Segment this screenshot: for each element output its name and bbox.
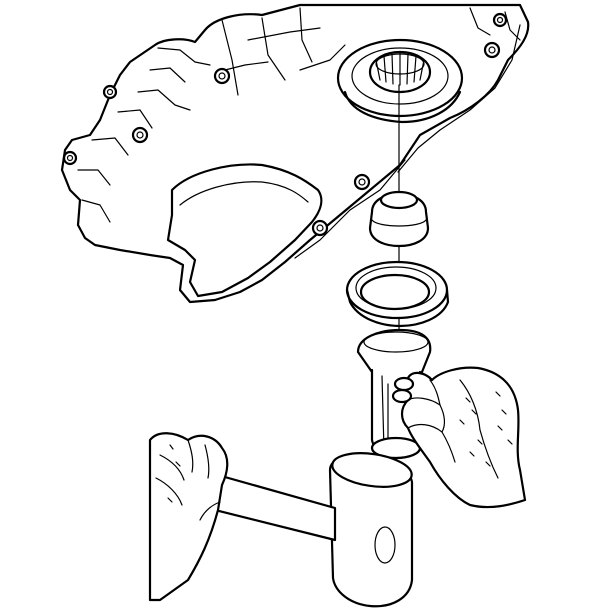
oil-seal-icon — [345, 260, 450, 328]
transmission-case-icon — [60, 3, 530, 304]
input-shaft-bore-icon — [336, 38, 464, 124]
mallet-icon — [193, 452, 414, 608]
hand-icon — [148, 432, 229, 602]
hand-icon — [391, 366, 527, 509]
centering-plug-icon — [368, 190, 430, 248]
bolt-boss-icon — [62, 12, 508, 237]
